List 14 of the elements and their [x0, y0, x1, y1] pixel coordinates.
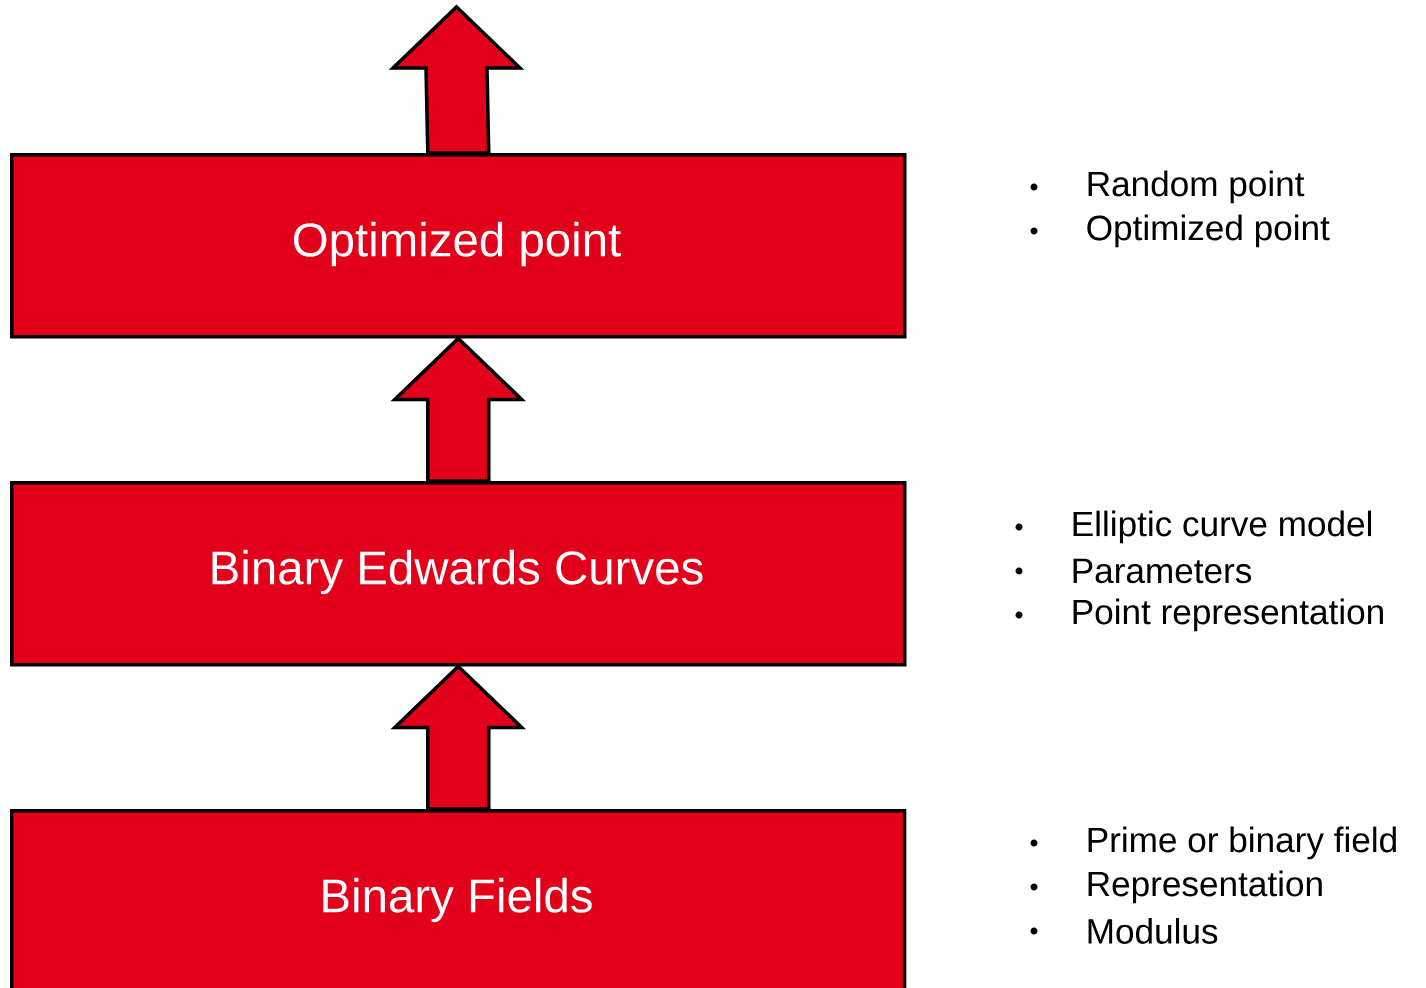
bullet-text: Optimized point — [1087, 214, 1330, 248]
layer-box: Binary Edwards Curves — [10, 481, 907, 667]
bullet-text: Parameters — [1073, 558, 1252, 584]
bullet-text: Representation — [1088, 870, 1322, 904]
bullet-text: Elliptic curve model — [1073, 510, 1372, 544]
bullet-text: Point representation — [1073, 598, 1383, 632]
bullet-text: Modulus — [1088, 918, 1218, 944]
bullet-text: Prime or binary field — [1088, 826, 1396, 860]
block-arrow — [390, 336, 527, 483]
block-arrow — [388, 4, 525, 155]
layer-box: Optimized point — [10, 153, 907, 339]
layer-box: Binary Fields — [10, 809, 907, 988]
bullet-text: Random point — [1088, 170, 1305, 204]
block-arrow — [390, 664, 527, 811]
